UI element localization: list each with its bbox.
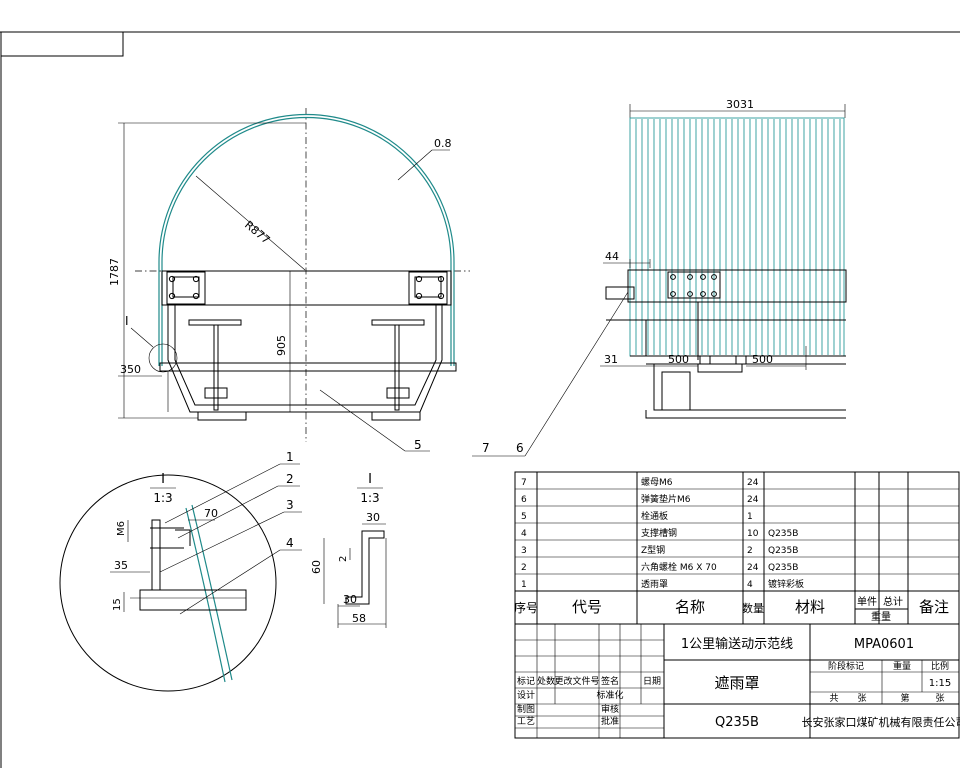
sheet-border <box>0 31 960 768</box>
detail-view-1: I 1:3 M6 70 35 15 1 2 3 4 <box>59 450 302 692</box>
part-name-cell: 螺母M6 <box>641 477 673 488</box>
col-header-note: 备注 <box>919 598 949 616</box>
length-70-dimension: 70 <box>204 507 218 520</box>
side-view: 3031 44 31 500 500 <box>472 98 847 457</box>
small-dimension: 2 <box>338 556 349 562</box>
bolt-offset-dimension: 44 <box>605 250 619 263</box>
corrugation-lines <box>635 119 841 355</box>
part-name-cell: Z型钢 <box>641 544 665 556</box>
bolt-size-label: M6 <box>116 521 127 536</box>
detail-1-title: I <box>161 472 165 487</box>
tb-date-label: 日期 <box>643 676 661 687</box>
part-name-cell: 栓通板 <box>641 510 668 522</box>
part-qty: 2 <box>747 546 753 556</box>
detail-balloon-1: 1 <box>286 450 294 464</box>
tb-sheet-label: 张 <box>857 693 866 704</box>
spacing-b-dimension: 500 <box>752 353 773 366</box>
tb-first-label: 第 <box>900 692 909 704</box>
detail-view-2: I 1:3 30 60 2 30 58 <box>310 472 387 628</box>
part-qty: 24 <box>747 495 759 505</box>
project-name: 1公里输送动示范线 <box>681 636 793 652</box>
tb-review-label: 审核 <box>601 703 619 715</box>
tb-weight-label: 重量 <box>893 660 911 672</box>
balloon-5: 5 <box>414 438 422 452</box>
part-material-cell: 镀锌彩板 <box>768 578 804 590</box>
inner-height-dimension: 905 <box>275 335 288 356</box>
height-dimension: 60 <box>310 560 323 574</box>
drawing-number: MPA0601 <box>854 637 914 652</box>
part-no: 3 <box>521 546 527 556</box>
drawing-scale: 1:15 <box>929 678 951 689</box>
col-header-code: 代号 <box>572 598 602 616</box>
balloon-7: 7 <box>482 441 490 455</box>
col-header-unit: 单件 <box>857 596 877 608</box>
tb-signature-label: 签名 <box>601 675 619 687</box>
part-no: 4 <box>521 529 527 539</box>
tb-drafter-label: 制图 <box>517 703 535 715</box>
part-name-cell: 透雨罩 <box>641 579 668 590</box>
edge-offset-dimension: 31 <box>604 353 618 366</box>
part-name-cell: 六角螺栓 M6 X 70 <box>641 561 717 573</box>
tb-design-label: 设计 <box>517 689 535 701</box>
tb-mark-label: 标记 <box>517 675 535 687</box>
col-header-name: 名称 <box>675 598 705 616</box>
detail-2-title: I <box>368 472 372 487</box>
side-offset-dimension: 350 <box>120 363 141 376</box>
part-name-cell: 弹簧垫片M6 <box>641 493 691 505</box>
detail-balloon-2: 2 <box>286 472 294 486</box>
spacing-a-dimension: 500 <box>668 353 689 366</box>
col-header-weight: 重量 <box>871 610 891 623</box>
balloon-6: 6 <box>516 441 524 455</box>
part-no: 2 <box>521 563 527 573</box>
overall-height-dimension: 1787 <box>108 258 121 286</box>
radius-dimension: R877 <box>242 218 272 246</box>
part-material-cell: Q235B <box>768 546 798 556</box>
detail-balloon-4: 4 <box>286 536 294 550</box>
part-material-cell: Q235B <box>768 529 798 539</box>
part-qty: 24 <box>747 478 759 488</box>
d35-dimension: 35 <box>114 559 128 572</box>
part-qty: 10 <box>747 529 759 539</box>
tb-process-label: 工艺 <box>517 716 535 727</box>
part-qty: 4 <box>747 580 753 590</box>
tb-standardization-label: 标准化 <box>596 689 623 701</box>
tb-ratio-label: 比例 <box>931 660 949 672</box>
col-header-material: 材料 <box>795 598 825 616</box>
tb-total-label: 共 <box>829 693 838 704</box>
part-qty: 24 <box>747 563 759 573</box>
detail-1-scale: 1:3 <box>153 491 172 505</box>
title-block: 标记 处数 更改文件号 签名 日期 设计 标准化 制图 审核 工艺 批准 1公里… <box>514 623 960 739</box>
bottom-flange-dimension: 30 <box>343 593 357 606</box>
part-material: Q235B <box>715 715 759 730</box>
width-dimension: 58 <box>352 612 366 625</box>
tb-change-file-label: 更改文件号 <box>554 675 599 687</box>
tb-sheet-label-2: 张 <box>935 693 944 704</box>
part-name-cell: 支撑槽钢 <box>641 527 677 539</box>
col-header-total: 总计 <box>883 595 903 608</box>
detail-balloon-3: 3 <box>286 498 294 512</box>
part-no: 7 <box>521 478 527 488</box>
detail-2-scale: 1:3 <box>360 491 379 505</box>
company-name: 长安张家口煤矿机械有限责任公司 <box>802 715 960 729</box>
tb-count-label: 处数 <box>537 675 555 687</box>
detail-marker: I <box>125 314 129 328</box>
part-qty: 1 <box>747 512 753 522</box>
tb-approve-label: 批准 <box>601 715 619 727</box>
tb-stage-mark-label: 阶段标记 <box>828 660 864 672</box>
canopy-arch <box>161 116 452 366</box>
part-no: 1 <box>521 580 527 590</box>
thickness-dimension: 0.8 <box>434 137 452 150</box>
top-flange-dimension: 30 <box>366 511 380 524</box>
part-name: 遮雨罩 <box>714 674 759 692</box>
part-no: 5 <box>521 512 527 522</box>
d15-dimension: 15 <box>112 598 123 611</box>
part-no: 6 <box>521 495 527 505</box>
front-view: R877 0.8 1787 905 350 I 5 <box>108 108 470 452</box>
part-material-cell: Q235B <box>768 563 798 573</box>
col-header-no: 序号 <box>514 600 538 615</box>
col-header-qty: 数量 <box>742 602 764 615</box>
overall-length-dimension: 3031 <box>726 98 754 111</box>
